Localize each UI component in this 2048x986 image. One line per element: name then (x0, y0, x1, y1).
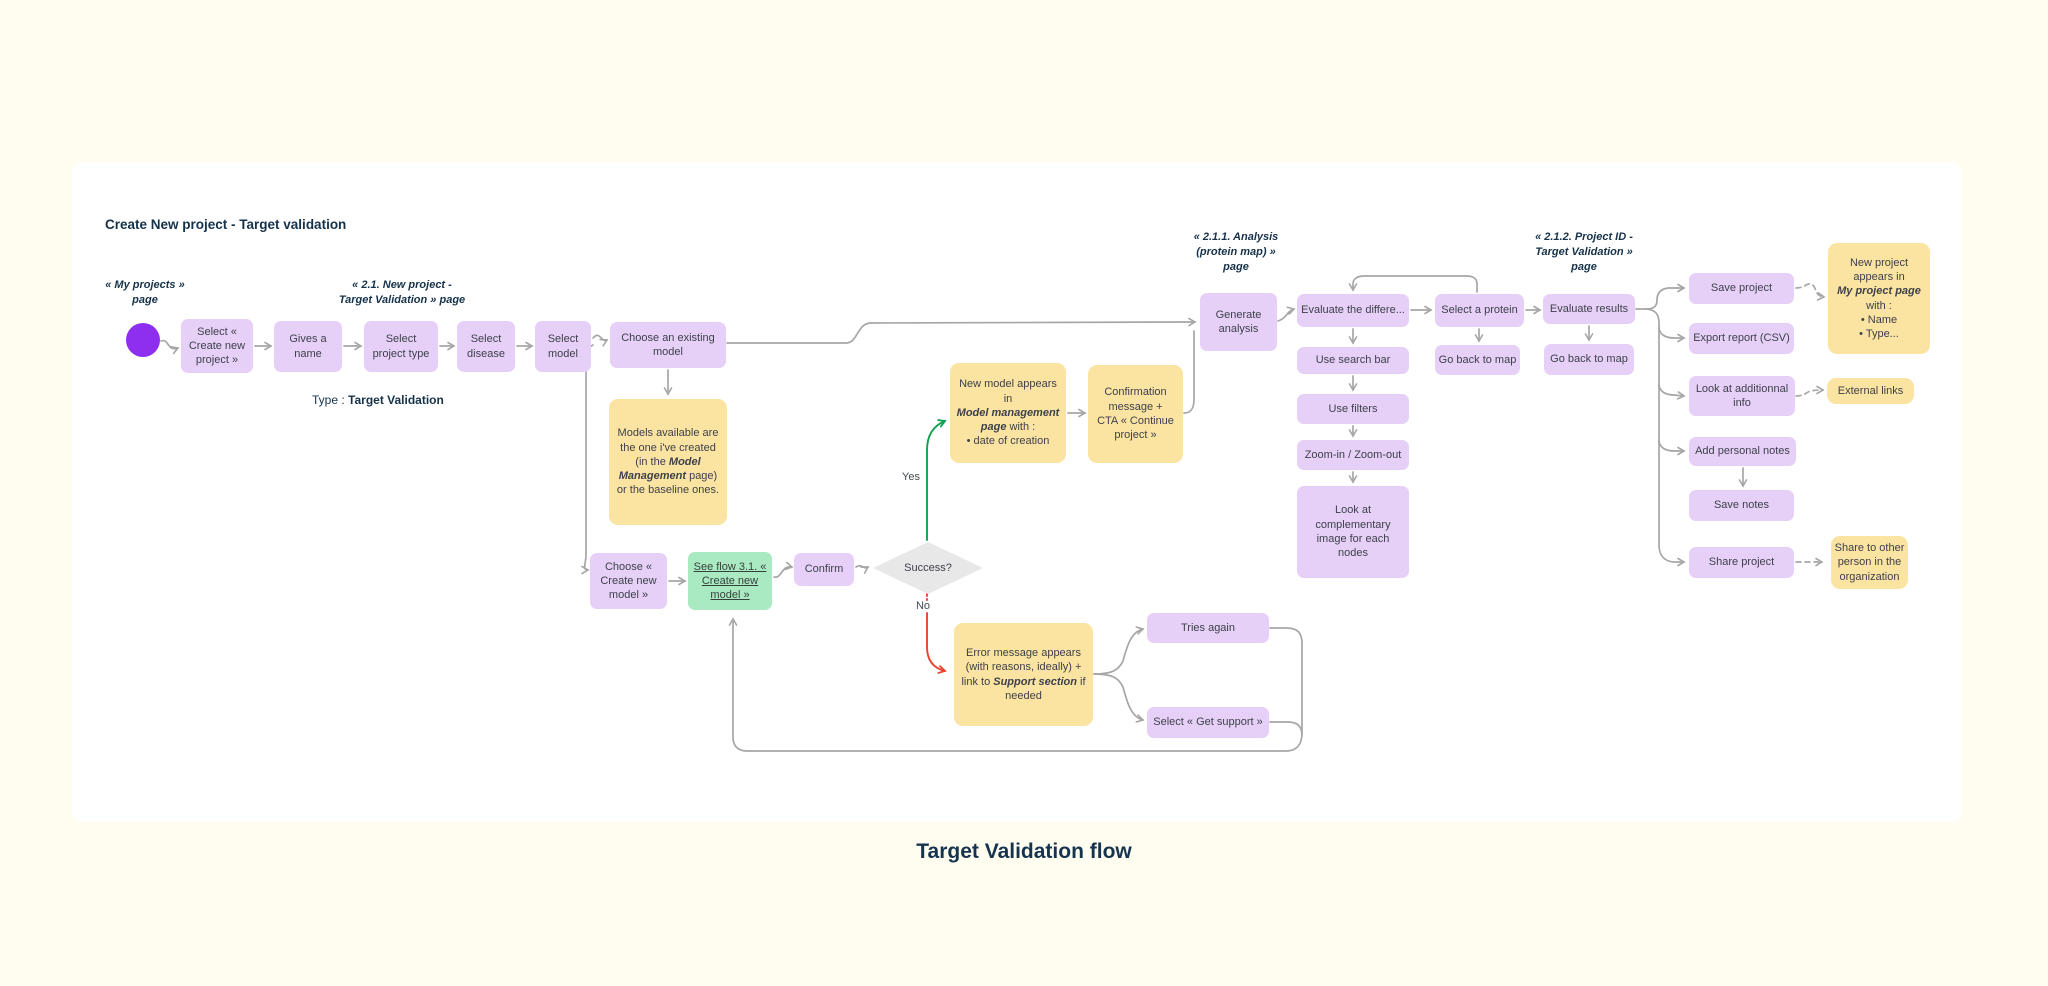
node-zoom-in-out: Zoom-in / Zoom-out (1297, 440, 1409, 470)
node-share-project: Share project (1689, 547, 1794, 578)
diagram-title: Create New project - Target validation (105, 217, 347, 232)
node-save-notes: Save notes (1689, 490, 1794, 521)
page-label-new-project: « 2.1. New project -Target Validation » … (338, 279, 466, 306)
node-go-back-to-map-1: Go back to map (1435, 345, 1520, 375)
page-label-analysis: « 2.1.1. Analysis(protein map) »page (1193, 231, 1279, 273)
label-no: No (915, 600, 931, 612)
node-go-back-to-map-2: Go back to map (1544, 344, 1634, 375)
node-select-a-protein: Select a protein (1435, 294, 1524, 327)
node-use-search-bar: Use search bar (1297, 347, 1409, 374)
node-evaluate-the-difference: Evaluate the differe... (1297, 294, 1409, 327)
node-save-project: Save project (1689, 273, 1794, 304)
node-confirm: Confirm (794, 553, 854, 586)
flow-caption: Target Validation flow (916, 840, 1132, 863)
page-label-project-id: « 2.1.2. Project ID -Target Validation »… (1535, 231, 1633, 273)
node-select-get-support: Select « Get support » (1147, 707, 1269, 738)
node-add-personal-notes: Add personal notes (1689, 437, 1796, 466)
note-external-links: External links (1827, 378, 1914, 404)
label-yes: Yes (902, 471, 920, 483)
type-label: Type : Target Validation (312, 393, 444, 407)
node-tries-again: Tries again (1147, 613, 1269, 643)
node-export-report: Export report (CSV) (1689, 323, 1794, 354)
page-label-my-projects: « My projects »page (105, 279, 185, 306)
node-evaluate-results: Evaluate results (1543, 294, 1635, 324)
start-circle (126, 323, 160, 357)
node-use-filters: Use filters (1297, 394, 1409, 424)
note-error-message: Error message appears(with reasons, idea… (954, 623, 1093, 726)
